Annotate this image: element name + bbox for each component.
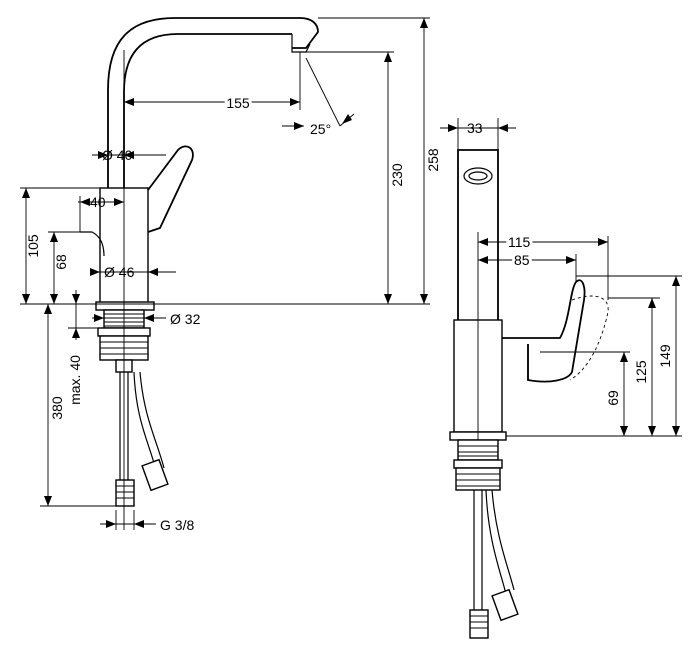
front-aerator	[463, 167, 493, 185]
dim-diameter-46: Ø 46	[104, 264, 135, 280]
dim-33: 33	[467, 120, 483, 136]
front-dimensions: 33 115 85 69 125 149	[440, 118, 682, 440]
dim-69: 69	[605, 390, 621, 406]
supply-hose	[119, 372, 129, 480]
dim-85: 85	[514, 252, 530, 268]
spout-inner	[123, 33, 292, 188]
dim-149: 149	[657, 344, 673, 368]
dim-offset-40: 40	[90, 194, 106, 210]
hose-fitting-1	[115, 479, 135, 507]
lever-stub	[80, 231, 105, 257]
side-view	[80, 17, 319, 530]
dim-125: 125	[633, 360, 649, 384]
dim-155: 155	[226, 95, 250, 111]
front-spout	[457, 149, 499, 320]
lever-handle	[147, 145, 194, 233]
front-lever	[502, 279, 586, 383]
dim-diameter-40: Ø 40	[102, 147, 133, 163]
dim-diameter-32: Ø 32	[170, 311, 201, 327]
spout-outline	[107, 17, 319, 188]
dim-105: 105	[25, 234, 41, 258]
dim-380: 380	[49, 396, 65, 420]
dim-angle: 25°	[310, 121, 331, 137]
lever-alt-position	[569, 295, 609, 381]
dim-connection: G 3/8	[160, 517, 194, 533]
dim-68: 68	[53, 254, 69, 270]
dim-230: 230	[389, 163, 405, 187]
dim-115: 115	[508, 234, 531, 250]
spout-aerator	[291, 34, 311, 53]
base-plate	[95, 301, 155, 311]
front-view	[449, 149, 609, 639]
side-dimensions: 258 230 155 25° Ø 40 40	[20, 17, 441, 533]
dim-max-40: max. 40	[67, 355, 83, 405]
dim-258: 258	[425, 148, 441, 172]
hose-fitting-2	[141, 458, 169, 492]
